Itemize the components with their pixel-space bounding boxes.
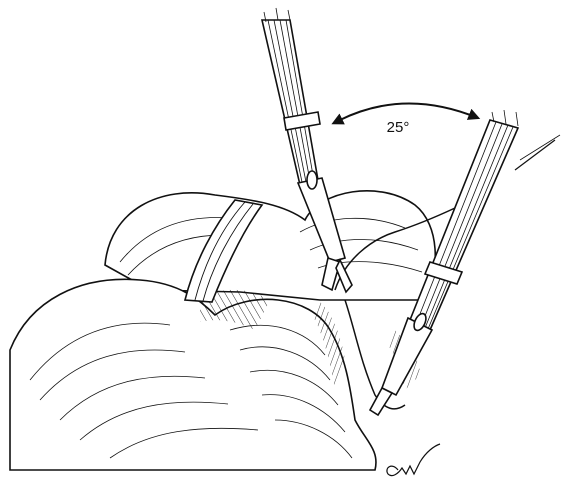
angle-arc-arrow bbox=[340, 103, 478, 120]
angle-label: 25° bbox=[387, 119, 410, 136]
artist-signature bbox=[387, 444, 440, 476]
angle-indicator: 25° bbox=[340, 103, 478, 136]
